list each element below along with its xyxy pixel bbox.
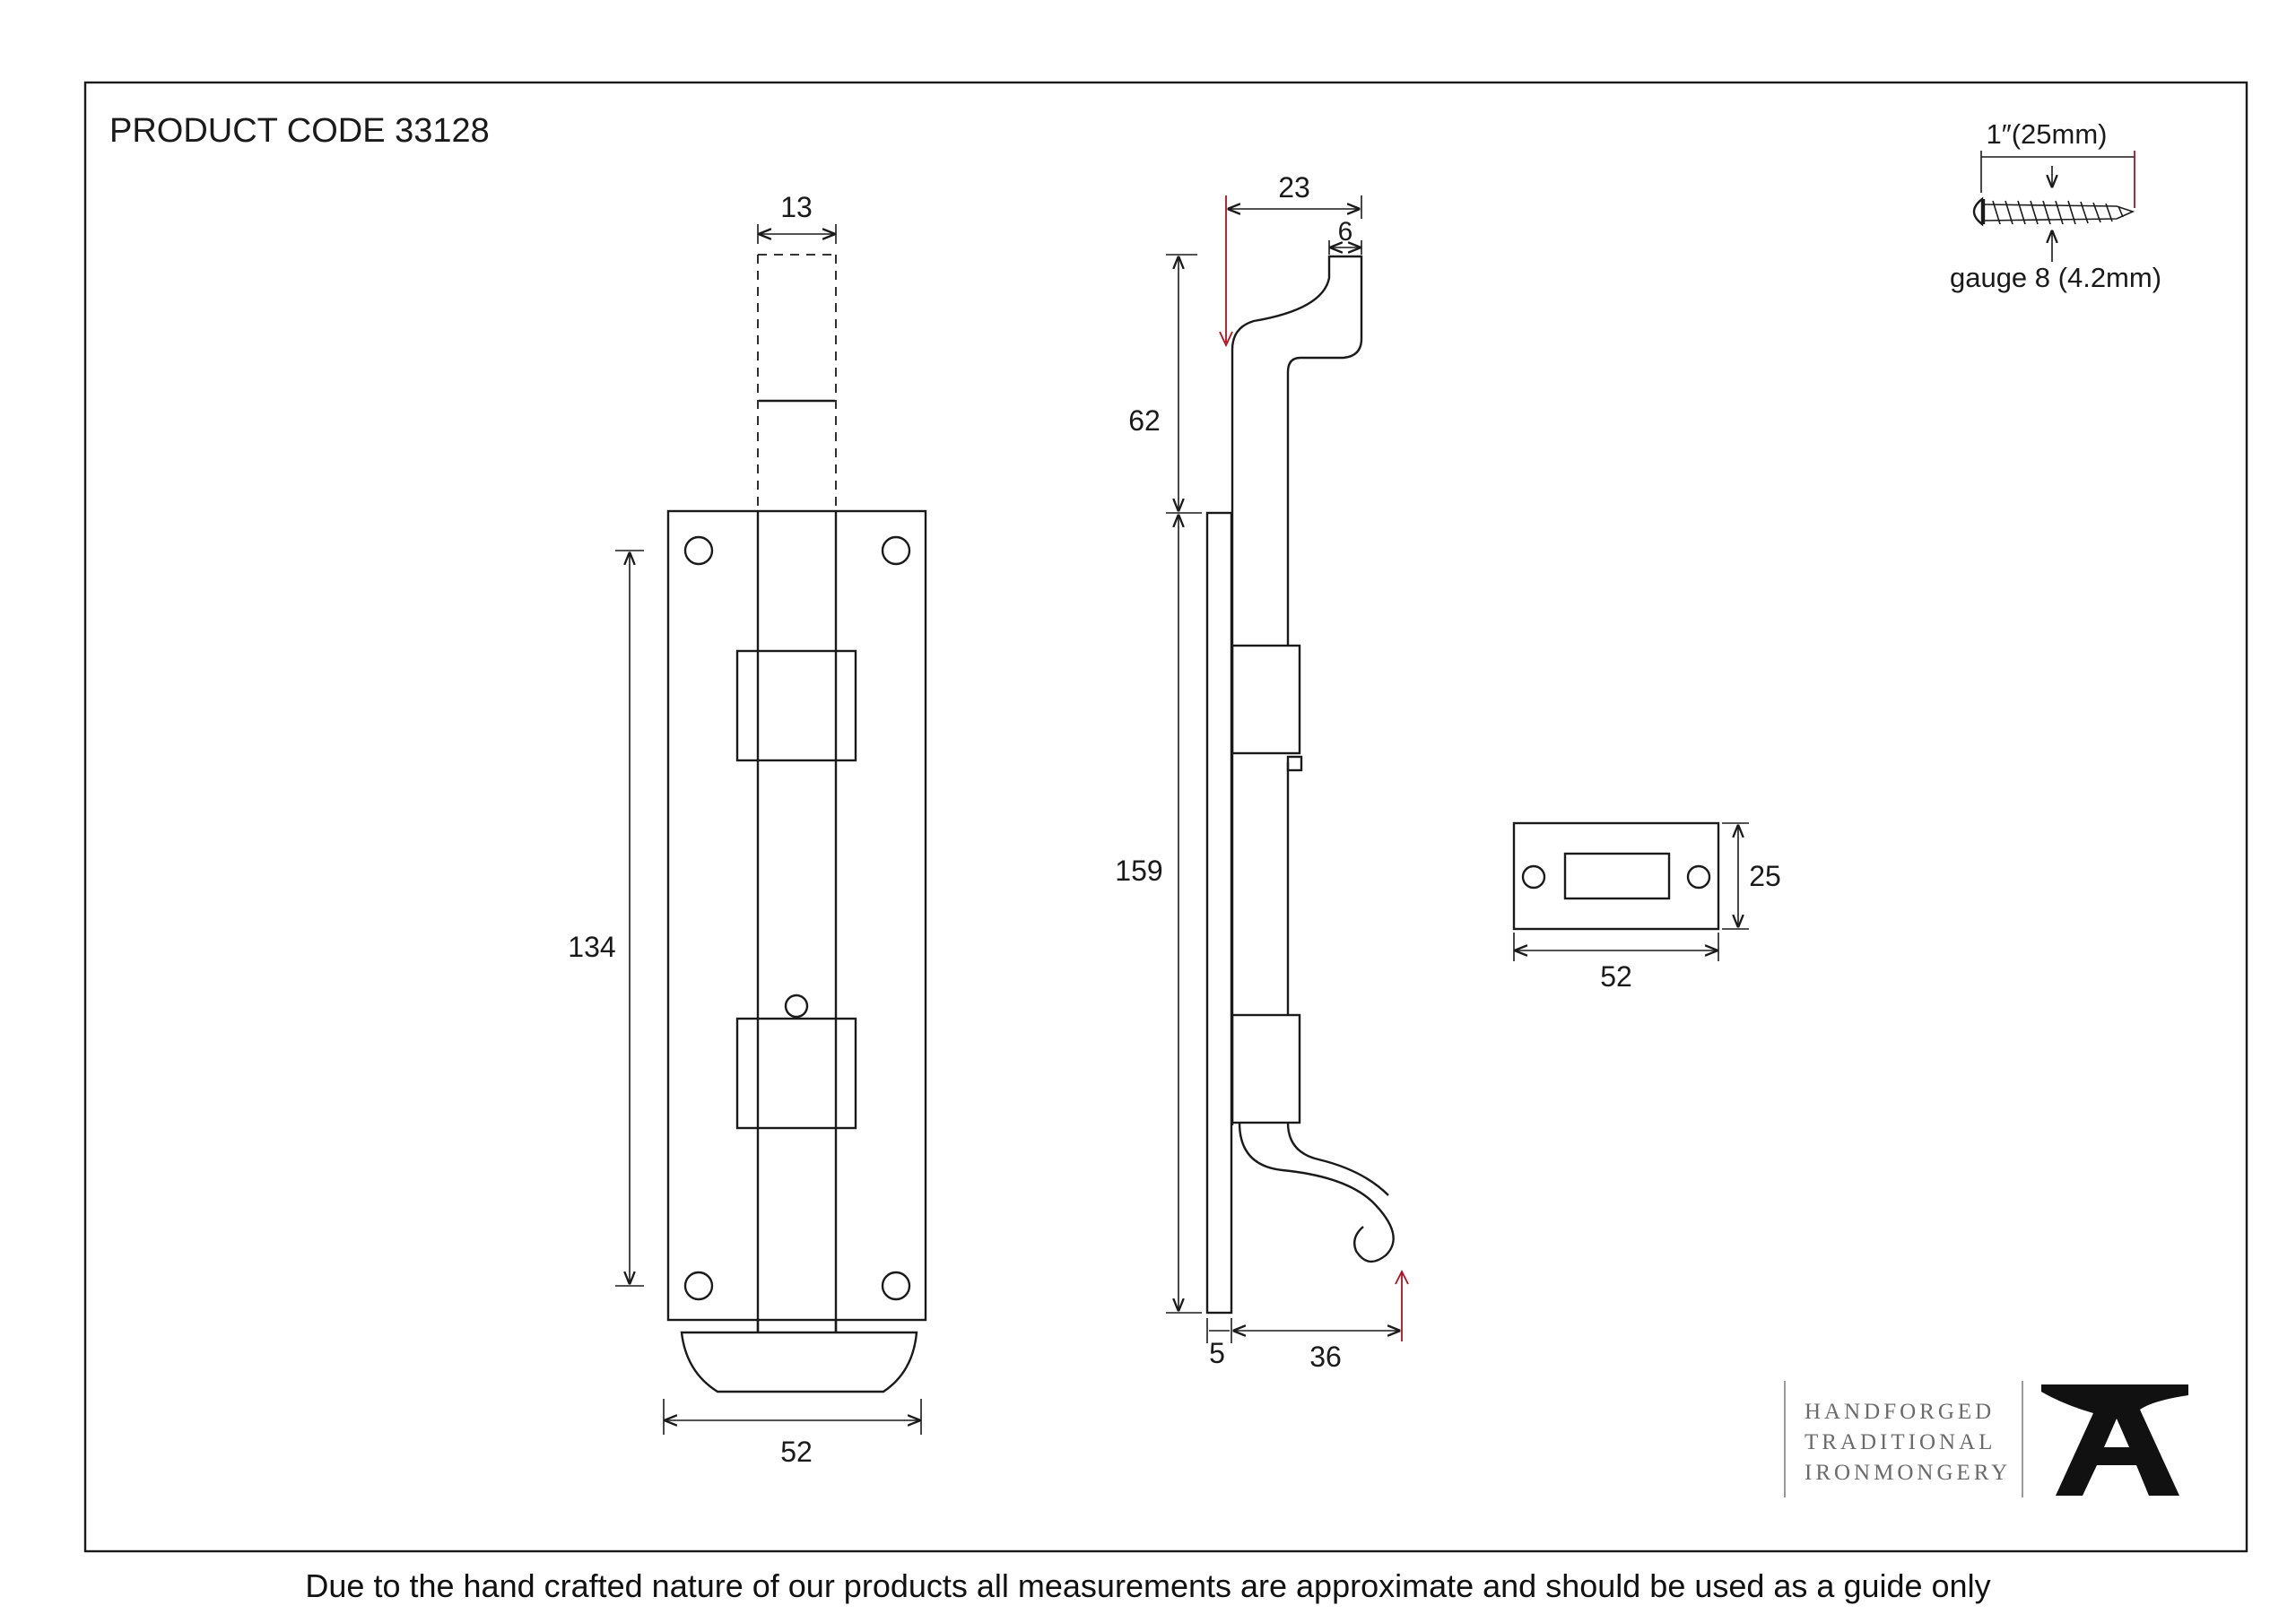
dim-bolt-width: 13 xyxy=(780,191,813,223)
upper-staple-side xyxy=(1231,644,1301,755)
screw-hole xyxy=(881,1271,911,1301)
screw-hole xyxy=(1686,864,1711,890)
dim-bolt-end: 6 xyxy=(1338,217,1353,247)
lower-staple-side xyxy=(1231,1013,1301,1124)
logo-line2: TRADITIONAL xyxy=(1805,1430,1996,1454)
keep-plate xyxy=(1512,821,1720,931)
front-view: 13 134 52 xyxy=(568,191,927,1468)
dim-handle-offset: 23 xyxy=(1278,171,1310,204)
drawing-border xyxy=(83,81,2248,1553)
logo-line1: HANDFORGED xyxy=(1805,1400,1995,1424)
backplate xyxy=(666,509,927,1322)
screw-length-label: 1″(25mm) xyxy=(1987,118,2108,150)
screw-detail: 1″(25mm) gauge 8 (4.2mm) xyxy=(1950,118,2161,293)
side-backplate xyxy=(1205,511,1233,1315)
screw-hole xyxy=(683,1271,714,1301)
brand-logo: HANDFORGED TRADITIONAL IRONMONGERY xyxy=(1784,1381,2188,1497)
curled-handle xyxy=(1238,1122,1395,1263)
screw-gauge-label: gauge 8 (4.2mm) xyxy=(1950,262,2161,293)
keep-slot xyxy=(1563,852,1671,900)
lower-staple xyxy=(735,1017,857,1130)
dim-plate-thickness: 5 xyxy=(1209,1337,1225,1369)
disclaimer: Due to the hand crafted nature of our pr… xyxy=(305,1567,1991,1604)
dim-projection: 36 xyxy=(1309,1341,1342,1373)
dim-keep-width: 52 xyxy=(1600,960,1632,993)
upper-staple xyxy=(735,649,857,762)
dim-keep-height: 25 xyxy=(1749,860,1781,892)
dim-plate-length: 159 xyxy=(1115,855,1162,887)
screw-hole xyxy=(881,535,911,566)
screw-hole xyxy=(683,535,714,566)
side-view: 62 159 23 6 5 36 xyxy=(1115,171,1409,1373)
dim-throw: 62 xyxy=(1128,404,1161,437)
stop-pin-side xyxy=(1286,755,1303,772)
keep-view: 25 52 xyxy=(1512,821,1781,993)
bolt-rod xyxy=(1231,255,1363,1125)
product-code-title: PRODUCT CODE 33128 xyxy=(109,112,490,150)
stop-pin xyxy=(784,994,809,1019)
bolt-knob xyxy=(680,1331,918,1393)
anvil-logo-icon xyxy=(2041,1384,2188,1496)
dim-fixing-centres: 134 xyxy=(568,931,615,963)
dim-front-width: 52 xyxy=(780,1436,813,1468)
screw-head xyxy=(1972,196,1984,227)
logo-line3: IRONMONGERY xyxy=(1805,1461,2011,1485)
screw-shank xyxy=(1983,204,2135,221)
screw-hole xyxy=(1521,864,1546,890)
